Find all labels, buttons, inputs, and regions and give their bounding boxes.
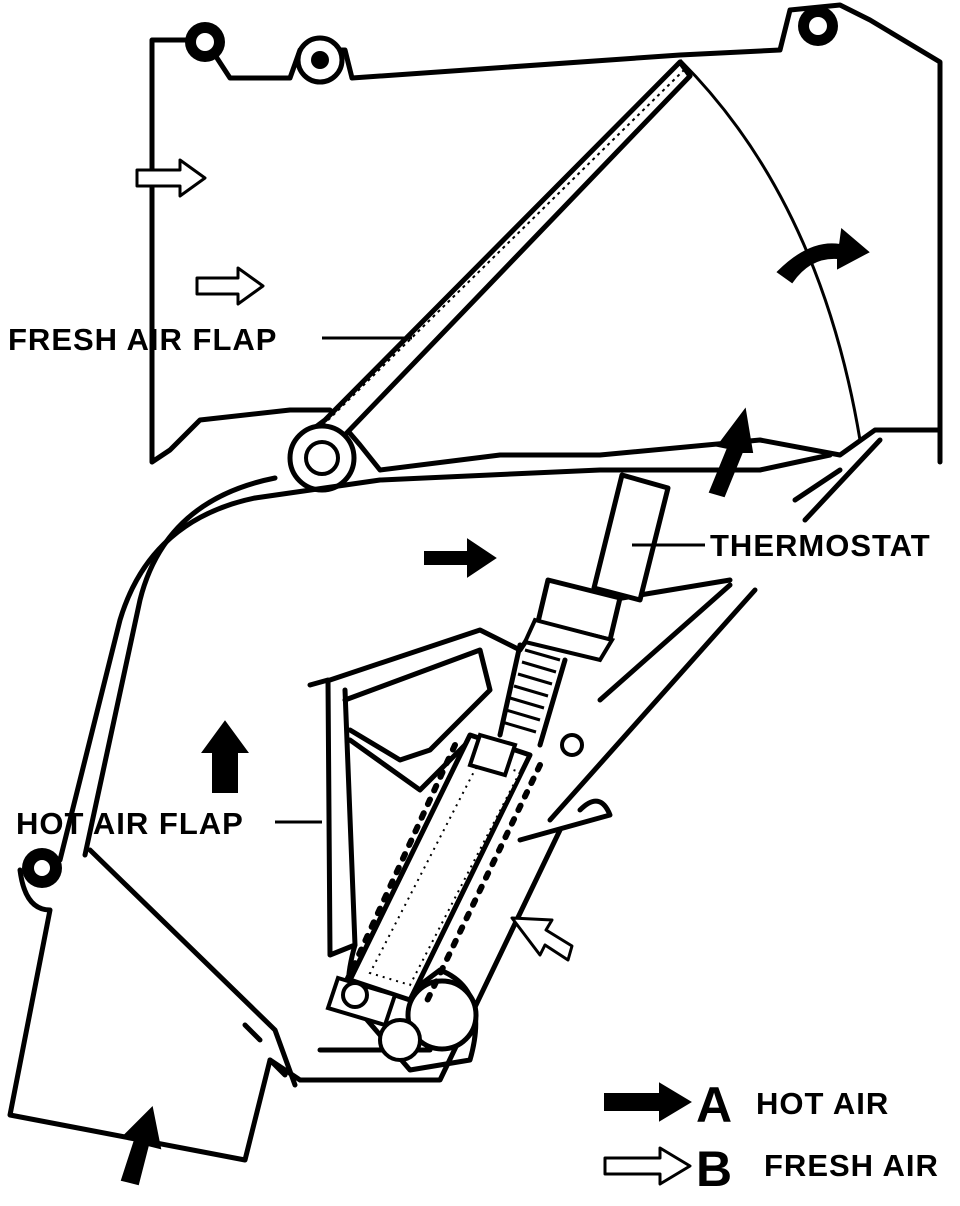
fresh-air-flap-label: FRESH AIR FLAP	[8, 322, 277, 357]
hot-air-arrow-icon	[424, 538, 497, 578]
fresh-air-arrow-icon	[510, 916, 574, 962]
fresh-air-arrow-icon	[135, 158, 207, 198]
fresh-air-flap	[287, 59, 693, 493]
hot-air-arrows	[120, 228, 870, 1186]
hot-air-arrow-icon	[120, 1105, 162, 1186]
hot-air-arrow-icon	[776, 228, 870, 284]
mount-bolt-middle	[295, 35, 345, 85]
mount-bolt-left	[185, 22, 225, 62]
legend-hot-air-text: HOT AIR	[756, 1086, 889, 1121]
thermostat-spring-upper	[497, 642, 568, 748]
mount-bolt-right	[798, 6, 838, 46]
flap-spring	[325, 732, 584, 1062]
legend-hot-air-letter: A	[696, 1077, 732, 1133]
legend-fresh-air-letter: B	[696, 1141, 732, 1197]
thermostat-label: THERMOSTAT	[710, 528, 931, 563]
upper-housing	[149, 2, 943, 473]
legend: A HOT AIR B FRESH AIR	[603, 1077, 939, 1197]
hot-air-arrow-icon	[201, 720, 249, 793]
mount-bolt-lower	[22, 848, 62, 888]
thermostat	[522, 472, 671, 663]
hot-air-flap-label: HOT AIR FLAP	[16, 806, 244, 841]
fresh-air-arrow-icon	[195, 266, 265, 306]
legend-fresh-air-text: FRESH AIR	[764, 1148, 939, 1183]
legend-fresh-air-arrow-icon	[603, 1146, 692, 1186]
legend-hot-air-arrow-icon	[604, 1082, 692, 1122]
lower-housing	[7, 437, 883, 1163]
hot-air-arrow-icon	[708, 407, 754, 498]
fresh-air-arrows	[135, 158, 574, 962]
